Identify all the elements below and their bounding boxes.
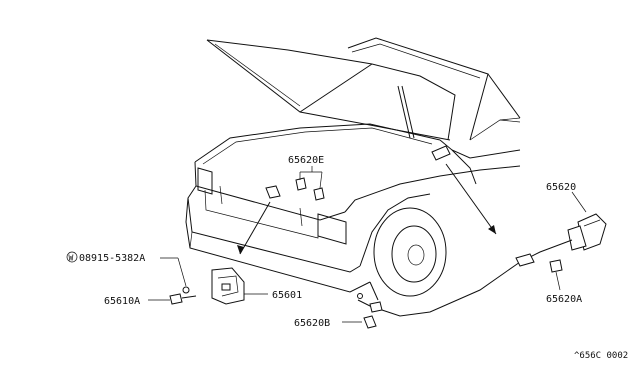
label-65620E: 65620E	[288, 155, 324, 166]
hood-release-cable	[342, 191, 607, 329]
label-65620: 65620	[546, 182, 576, 193]
washer-symbol-letter: W	[69, 254, 74, 263]
diagram-code: ^656C 0002	[574, 351, 628, 361]
label-65601: 65601	[272, 290, 302, 301]
label-65610A: 65610A	[104, 296, 140, 307]
hood-lock-assembly	[148, 257, 268, 305]
car-body-illustration	[185, 37, 521, 301]
direction-arrows	[237, 163, 497, 255]
washer-symbol: W	[66, 251, 78, 263]
label-08915-5382A: 08915-5382A	[79, 253, 145, 264]
label-65620B: 65620B	[294, 318, 330, 329]
leader-65620E	[299, 166, 323, 189]
label-65620A: 65620A	[546, 294, 582, 305]
